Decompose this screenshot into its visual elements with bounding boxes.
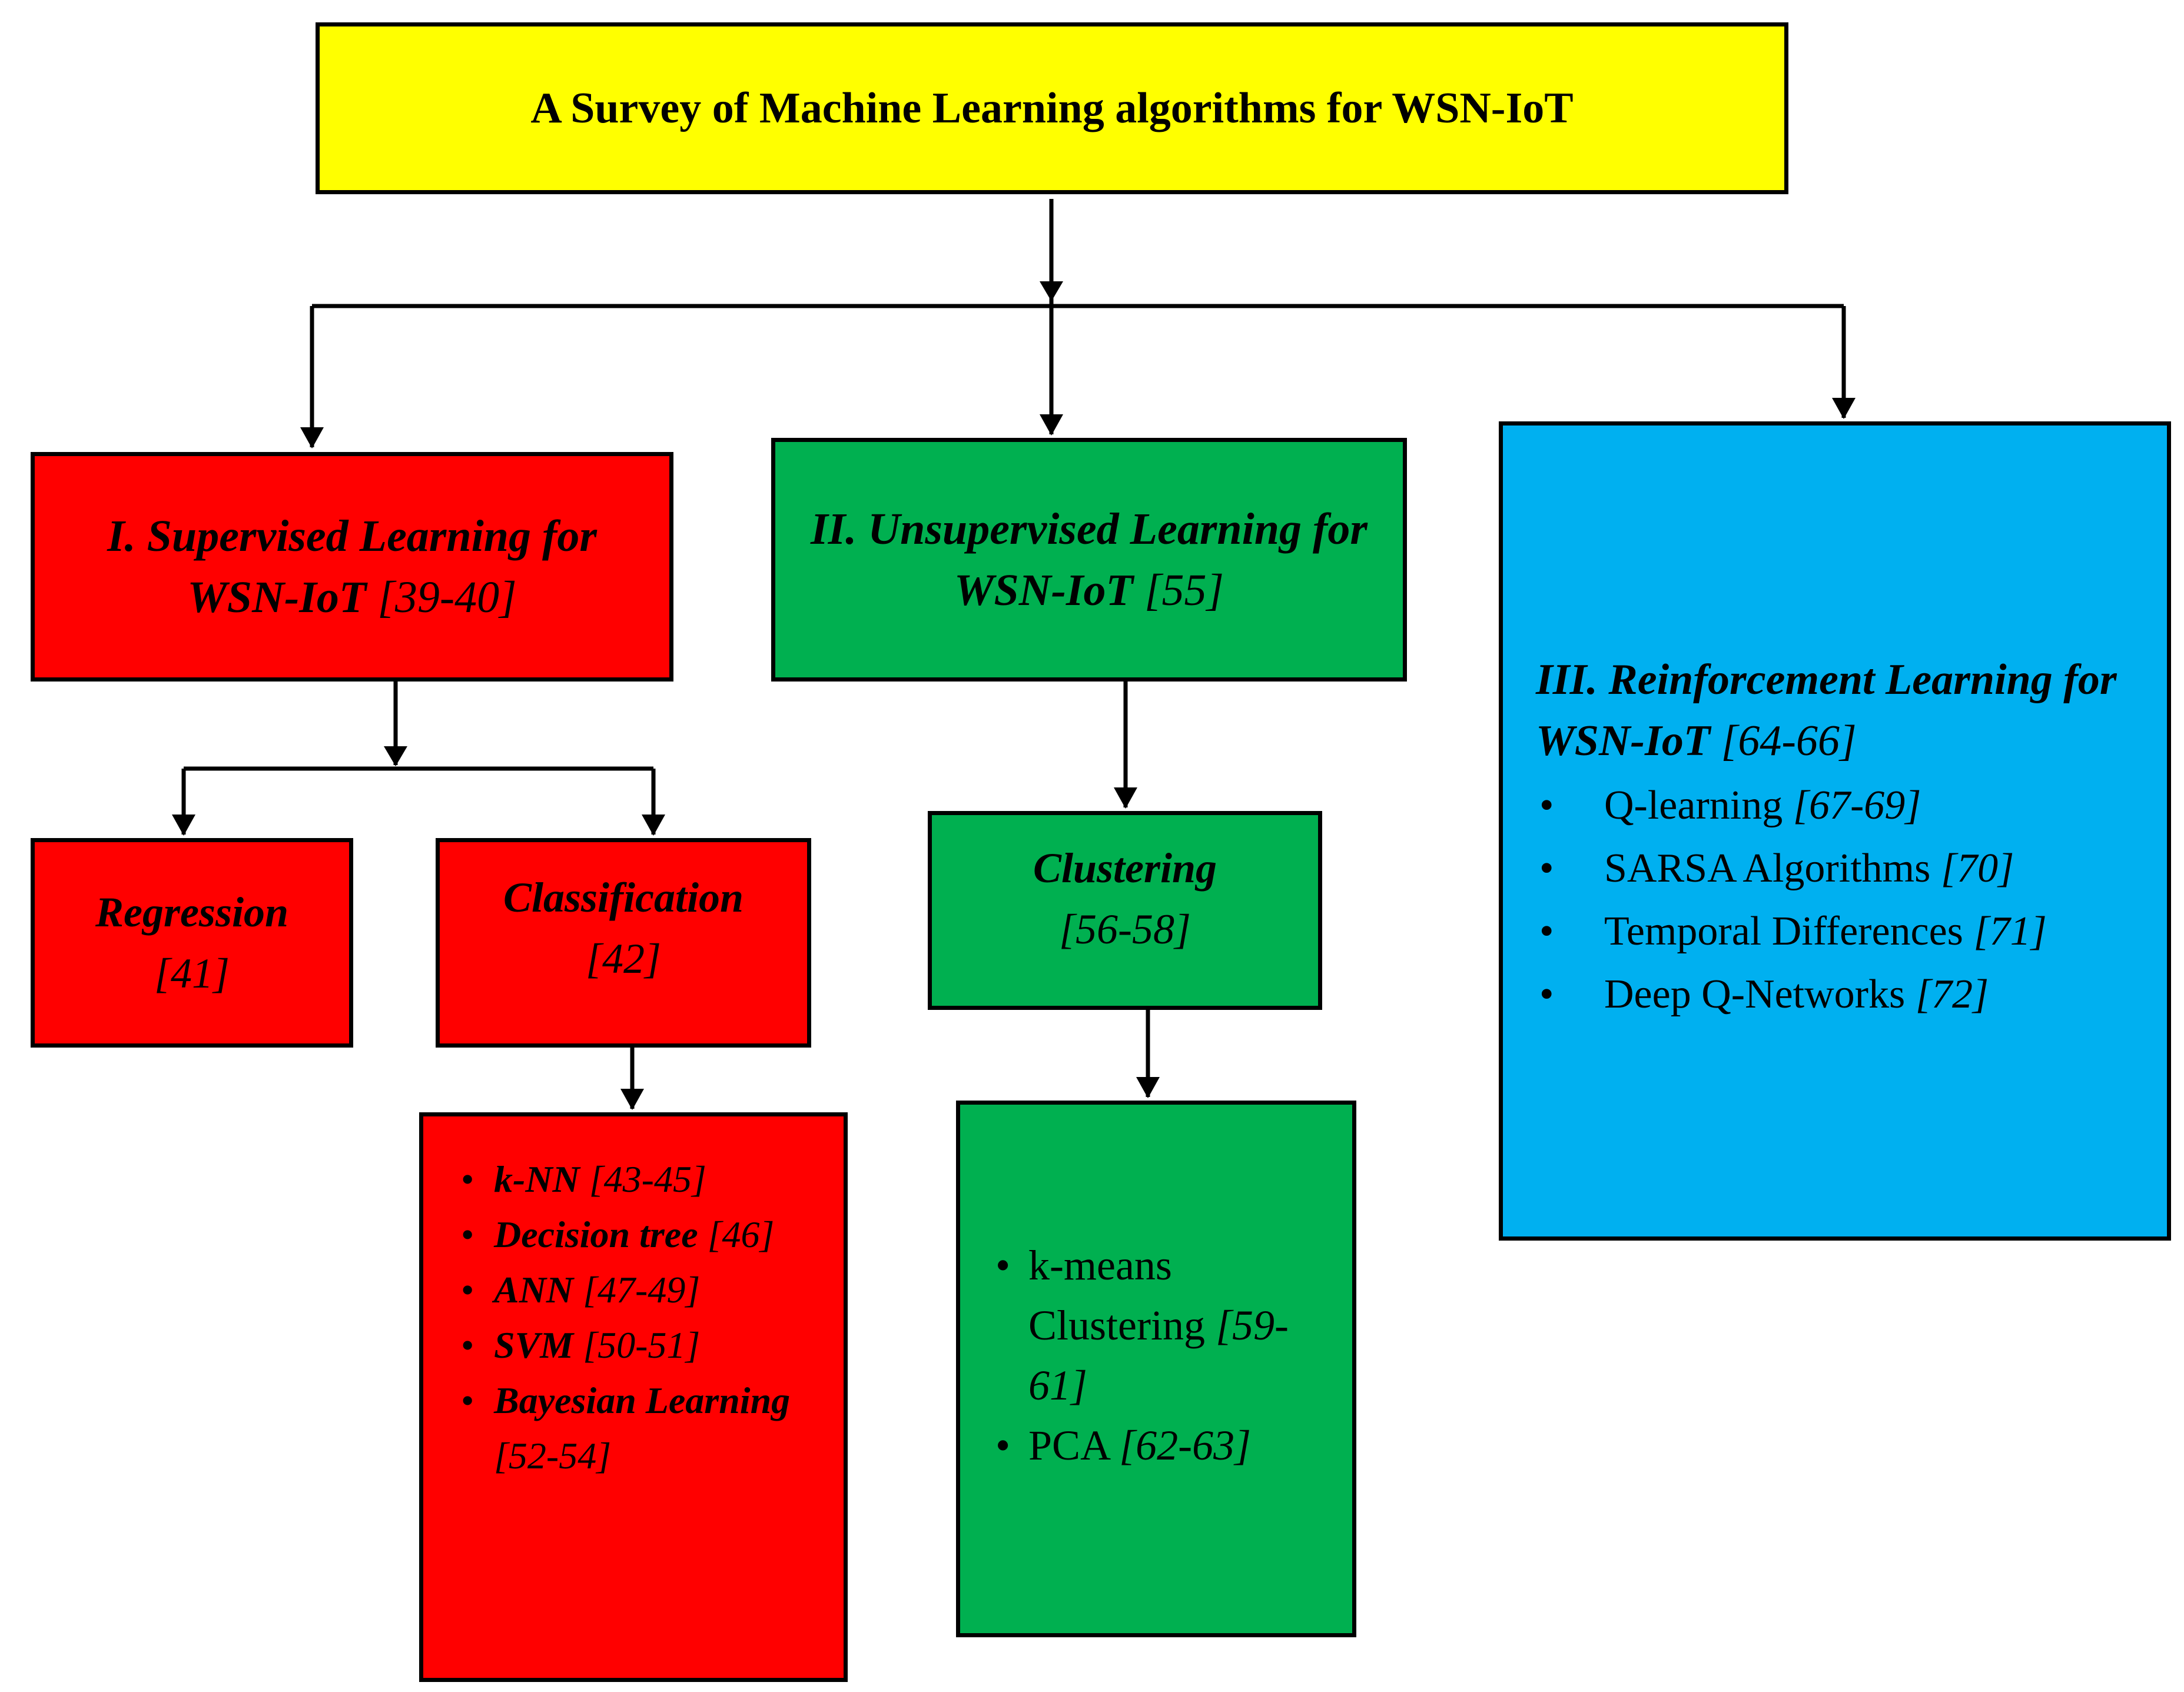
clustering-heading: Clustering [56-58] xyxy=(1033,837,1217,960)
algorithm-ref: [50-51] xyxy=(583,1324,701,1366)
supervised-learning-ref: [39-40] xyxy=(377,573,517,622)
arrow-to-regression-head xyxy=(172,815,195,836)
algorithm-ref: [59-61] xyxy=(1028,1302,1289,1409)
algorithm-name: SARSA Algorithms xyxy=(1604,846,1931,891)
algorithm-name: Decision tree xyxy=(494,1214,698,1255)
reinforcement-learning-box: III. Reinforcement Learning for WSN-IoT … xyxy=(1499,421,2171,1241)
reinforcement-learning-ref: [64-66] xyxy=(1721,717,1857,765)
unsupervised-learning-label: II. Unsupervised Learning for WSN-IoT xyxy=(811,504,1368,615)
arrow-to-classification-head xyxy=(642,815,665,836)
list-item: Bayesian Learning [52-54] xyxy=(461,1373,791,1484)
algorithm-name: k-means Clustering xyxy=(1028,1242,1205,1349)
algorithm-ref: [70] xyxy=(1940,846,2014,891)
classification-heading: Classification [42] xyxy=(503,867,744,989)
survey-title: A Survey of Machine Learning algorithms … xyxy=(530,84,1574,132)
reinforcement-algorithm-list: Q-learning [67-69] SARSA Algorithms [70]… xyxy=(1535,774,2170,1026)
algorithm-ref: [67-69] xyxy=(1793,783,1921,828)
classification-algorithm-list: k-NN [43-45] Decision tree [46] ANN [47-… xyxy=(461,1152,791,1484)
regression-label: Regression xyxy=(95,889,289,936)
algorithm-name: SVM xyxy=(494,1324,574,1366)
arrow-clustering-down-head xyxy=(1136,1077,1160,1098)
algorithm-ref: [62-63] xyxy=(1119,1422,1252,1469)
algorithm-ref: [52-54] xyxy=(494,1435,612,1477)
survey-title-box: A Survey of Machine Learning algorithms … xyxy=(316,22,1788,194)
classification-label: Classification xyxy=(503,874,744,921)
clustering-ref: [56-58] xyxy=(1058,906,1191,953)
classification-box: Classification [42] xyxy=(436,838,811,1048)
algorithm-ref: [47-49] xyxy=(583,1269,701,1311)
list-item: Deep Q-Networks [72] xyxy=(1535,963,2170,1026)
list-item: ANN [47-49] xyxy=(461,1262,791,1318)
clustering-algorithm-list: k-means Clustering [59-61] PCA [62-63] xyxy=(995,1235,1325,1475)
algorithm-ref: [72] xyxy=(1915,972,1989,1017)
algorithm-name: PCA xyxy=(1028,1422,1109,1469)
algorithm-ref: [71] xyxy=(1973,909,2047,954)
arrow-unsupervised-down-head xyxy=(1114,787,1137,809)
algorithm-name: Q-learning xyxy=(1604,783,1783,828)
regression-heading: Regression [41] xyxy=(95,882,288,1004)
algorithm-ref: [46] xyxy=(707,1214,775,1255)
list-item: Q-learning [67-69] xyxy=(1535,774,2170,837)
arrow-supervised-down-head xyxy=(384,746,407,766)
clustering-label: Clustering xyxy=(1033,845,1217,892)
clustering-box: Clustering [56-58] xyxy=(928,811,1322,1010)
algorithm-name: k-NN xyxy=(494,1158,580,1200)
algorithm-name: Bayesian Learning xyxy=(494,1379,791,1421)
regression-box: Regression [41] xyxy=(31,838,353,1048)
unsupervised-learning-heading: II. Unsupervised Learning for WSN-IoT [5… xyxy=(806,498,1372,621)
list-item: k-means Clustering [59-61] xyxy=(995,1235,1325,1415)
list-item: Temporal Differences [71] xyxy=(1535,900,2170,963)
algorithm-name: Temporal Differences xyxy=(1604,909,1963,954)
arrow-classification-down-head xyxy=(620,1089,644,1110)
regression-ref: [41] xyxy=(154,950,230,997)
supervised-learning-label: I. Supervised Learning for WSN-IoT xyxy=(107,511,597,622)
algorithm-name: Deep Q-Networks xyxy=(1604,972,1906,1017)
algorithm-name: ANN xyxy=(494,1269,574,1311)
list-item: k-NN [43-45] xyxy=(461,1152,791,1207)
list-item: Decision tree [46] xyxy=(461,1207,791,1262)
unsupervised-learning-box: II. Unsupervised Learning for WSN-IoT [5… xyxy=(771,438,1407,682)
list-item: PCA [62-63] xyxy=(995,1415,1325,1475)
supervised-learning-box: I. Supervised Learning for WSN-IoT [39-4… xyxy=(31,452,673,682)
classification-ref: [42] xyxy=(585,935,662,982)
arrow-to-unsupervised-head xyxy=(1040,414,1063,436)
reinforcement-learning-label: III. Reinforcement Learning for WSN-IoT xyxy=(1536,656,2117,765)
reinforcement-learning-heading: III. Reinforcement Learning for WSN-IoT … xyxy=(1536,649,2160,772)
arrow-to-reinforcement-head xyxy=(1832,398,1856,419)
classification-algorithms-box: k-NN [43-45] Decision tree [46] ANN [47-… xyxy=(419,1112,848,1682)
clustering-algorithms-box: k-means Clustering [59-61] PCA [62-63] xyxy=(956,1101,1356,1637)
supervised-learning-heading: I. Supervised Learning for WSN-IoT [39-4… xyxy=(87,506,617,628)
arrow-title-down-head xyxy=(1040,281,1063,301)
list-item: SARSA Algorithms [70] xyxy=(1535,837,2170,900)
unsupervised-learning-ref: [55] xyxy=(1144,566,1224,615)
algorithm-ref: [43-45] xyxy=(589,1158,706,1200)
arrow-to-supervised-head xyxy=(300,427,324,448)
list-item: SVM [50-51] xyxy=(461,1318,791,1373)
